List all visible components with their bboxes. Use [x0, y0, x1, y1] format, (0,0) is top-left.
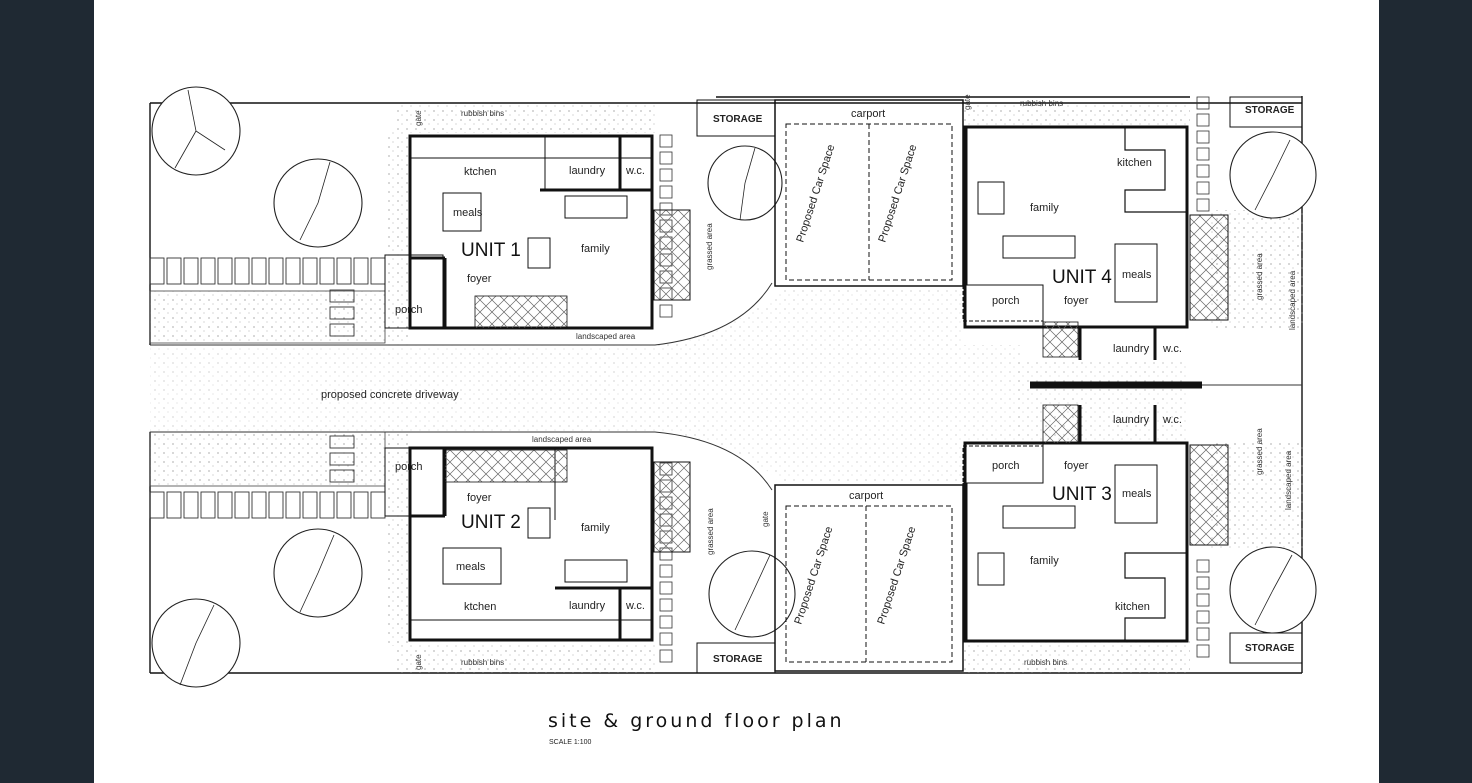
unit-3-building [962, 404, 1229, 643]
u2-foyer: foyer [467, 492, 492, 504]
plan-scale: SCALE 1:100 [549, 739, 592, 746]
car-space-2: Proposed Car Space [876, 143, 919, 244]
u3-foyer: foyer [1064, 460, 1089, 472]
storage-bottom-right: STORAGE [1245, 643, 1295, 654]
plan-title: site & ground floor plan [548, 710, 845, 732]
u4-family: family [1030, 202, 1059, 214]
u2-kitchen: ktchen [464, 601, 496, 613]
unit-4-label: UNIT 4 [1052, 267, 1112, 288]
unit-2-building [384, 446, 691, 642]
u1-porch: porch [395, 304, 423, 316]
unit-4-building [962, 125, 1229, 360]
rubbish-bins-3: rubbish bins [1020, 99, 1063, 108]
driveway [150, 282, 1020, 491]
storage-top-right: STORAGE [1245, 105, 1295, 116]
storage-bottom-left: STORAGE [713, 654, 763, 665]
car-space-3: Proposed Car Space [792, 525, 835, 626]
gate-1: gate [414, 110, 423, 126]
u2-family: family [581, 522, 610, 534]
u1-laundry: laundry [569, 165, 606, 177]
u2-meals: meals [456, 561, 486, 573]
trees [151, 86, 1317, 688]
u4-porch: porch [992, 295, 1020, 307]
u4-meals: meals [1122, 269, 1152, 281]
unit-1-label: UNIT 1 [461, 240, 521, 261]
rubbish-bins-4: rubbish bins [1024, 658, 1067, 667]
grassed-label-3: grassed area [1255, 253, 1264, 300]
unit-1-building [384, 134, 691, 330]
carport-top: carport [851, 108, 885, 120]
landscaped-label-2: landscaped area [532, 435, 592, 444]
grassed-label-2: grassed area [706, 508, 715, 555]
gate-3: gate [963, 94, 972, 110]
gate-4: gate [761, 511, 770, 527]
u3-wc: w.c. [1162, 414, 1182, 426]
u2-laundry: laundry [569, 600, 606, 612]
u1-foyer: foyer [467, 273, 492, 285]
u1-wc: w.c. [625, 165, 645, 177]
rubbish-bins-1: rubbish bins [461, 109, 504, 118]
rubbish-bins-2: rubbish bins [461, 658, 504, 667]
car-space-1: Proposed Car Space [794, 143, 837, 244]
grassed-label-4: grassed area [1255, 428, 1264, 475]
u1-family: family [581, 243, 610, 255]
grassed-label-1: grassed area [705, 223, 714, 270]
driveway-label: proposed concrete driveway [321, 389, 459, 401]
u4-foyer: foyer [1064, 295, 1089, 307]
landscaped-label-4: landscaped area [1284, 450, 1293, 510]
landscaped-label-1: landscaped area [576, 332, 636, 341]
u2-porch: porch [395, 461, 423, 473]
u2-wc: w.c. [625, 600, 645, 612]
u3-laundry: laundry [1113, 414, 1150, 426]
u4-wc: w.c. [1162, 343, 1182, 355]
unit-3-label: UNIT 3 [1052, 484, 1112, 505]
u3-family: family [1030, 555, 1059, 567]
u1-kitchen: ktchen [464, 166, 496, 178]
left-frame [0, 0, 94, 783]
car-space-4: Proposed Car Space [875, 525, 918, 626]
landscaped-label-3: landscaped area [1288, 270, 1297, 330]
u1-meals: meals [453, 207, 483, 219]
u4-laundry: laundry [1113, 343, 1150, 355]
right-frame [1379, 0, 1472, 783]
u3-meals: meals [1122, 488, 1152, 500]
unit-2-label: UNIT 2 [461, 512, 521, 533]
u3-kitchen: kitchen [1115, 601, 1150, 613]
u3-porch: porch [992, 460, 1020, 472]
pavers [149, 257, 386, 519]
gate-2: gate [414, 654, 423, 670]
u4-kitchen: kitchen [1117, 157, 1152, 169]
carport-bottom: carport [849, 490, 883, 502]
storage-top-left: STORAGE [713, 114, 763, 125]
